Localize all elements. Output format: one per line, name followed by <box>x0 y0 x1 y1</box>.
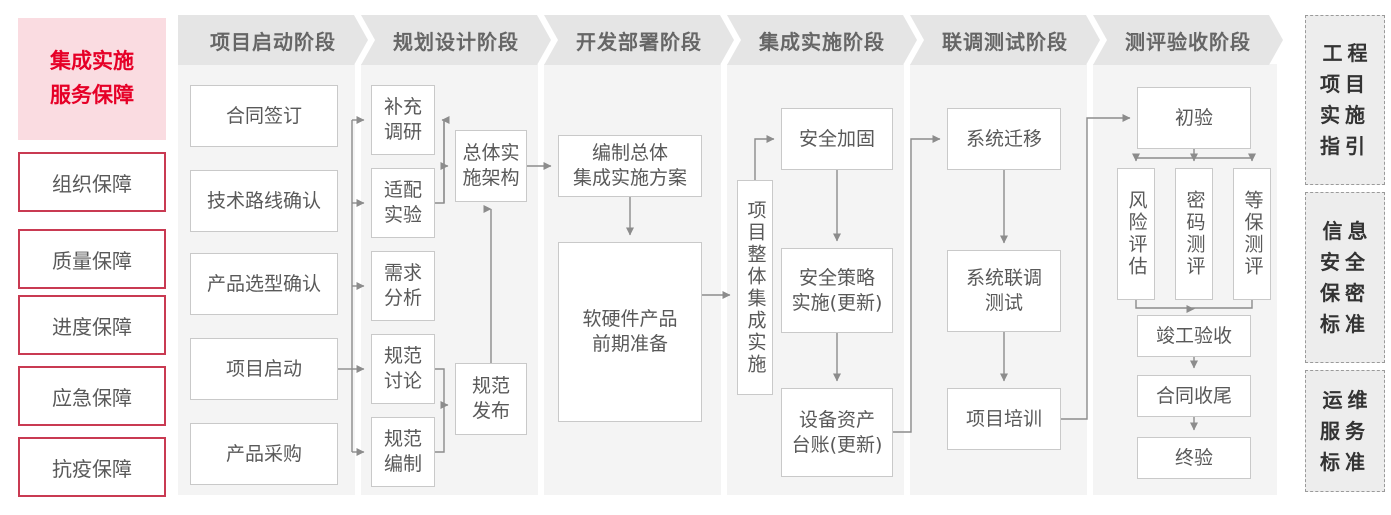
box-label: 密码测评 <box>1183 190 1206 278</box>
box-crypto-evaluation: 密码测评 <box>1175 168 1213 300</box>
stage-header-integration: 集成实施阶段 <box>727 15 917 65</box>
box-label: 终验 <box>1174 446 1213 469</box>
sidebar-item-schedule: 进度保障 <box>18 295 166 355</box>
box-contract-closure: 合同收尾 <box>1137 375 1251 417</box>
box-requirement-analysis: 需求 分析 <box>371 251 435 321</box>
box-spec-discussion: 规范 讨论 <box>371 334 435 404</box>
box-label: 规范 讨论 <box>383 345 422 392</box>
box-final-acceptance: 终验 <box>1137 437 1251 479</box>
box-spec-release: 规范 发布 <box>455 363 527 435</box>
stage-header-development: 开发部署阶段 <box>544 15 734 65</box>
box-overall-implementation-architecture: 总体实 施架构 <box>455 130 527 202</box>
diagram-title-card: 集成实施 服务保障 <box>18 18 166 140</box>
panel-label: 运维 服务 标准 <box>1320 387 1373 474</box>
panel-project-implementation-guide: 工程 项目 实施 指引 <box>1305 15 1385 185</box>
box-label: 技术路线确认 <box>206 189 321 212</box>
box-overall-project-integration: 项目整体集成实施 <box>737 180 773 395</box>
stage-header-label: 开发部署阶段 <box>576 29 702 54</box>
box-label: 风险评估 <box>1125 190 1148 278</box>
box-label: 编制总体 集成实施方案 <box>572 142 687 189</box>
box-product-procurement: 产品采购 <box>190 423 338 485</box>
sidebar-item-label: 应急保障 <box>52 385 132 410</box>
stage-header-label: 项目启动阶段 <box>210 29 336 54</box>
stage-header-kickoff: 项目启动阶段 <box>178 15 368 65</box>
diagram-title: 集成实施 服务保障 <box>50 49 134 107</box>
sidebar-item-label: 抗疫保障 <box>52 456 132 481</box>
stage-header-label: 测评验收阶段 <box>1125 29 1251 54</box>
sidebar-item-quality: 质量保障 <box>18 229 166 289</box>
stage-header-label: 联调测试阶段 <box>942 29 1068 54</box>
stage-header-label: 规划设计阶段 <box>393 29 519 54</box>
box-label: 合同收尾 <box>1155 384 1232 407</box>
box-label: 初验 <box>1174 106 1213 129</box>
stage-header-planning: 规划设计阶段 <box>361 15 551 65</box>
box-label: 规范 编制 <box>383 428 422 475</box>
box-label: 需求 分析 <box>383 262 422 309</box>
box-tech-route-confirm: 技术路线确认 <box>190 170 338 232</box>
sidebar-item-organization: 组织保障 <box>18 152 166 212</box>
box-security-hardening: 安全加固 <box>781 108 893 170</box>
box-contract-signing: 合同签订 <box>190 85 338 147</box>
box-label: 适配 实验 <box>383 179 422 226</box>
box-label: 安全加固 <box>798 127 875 150</box>
box-label: 产品采购 <box>225 442 302 465</box>
box-label: 竣工验收 <box>1155 324 1232 347</box>
box-label: 项目启动 <box>225 357 302 380</box>
box-spec-drafting: 规范 编制 <box>371 417 435 487</box>
box-label: 总体实 施架构 <box>462 142 520 189</box>
panel-label: 工程 项目 实施 指引 <box>1320 41 1373 158</box>
sidebar-item-label: 质量保障 <box>52 248 132 273</box>
box-label: 合同签订 <box>225 104 302 127</box>
box-risk-assessment: 风险评估 <box>1117 168 1155 300</box>
box-label: 项目整体集成实施 <box>744 199 767 376</box>
box-label: 系统联调 测试 <box>965 267 1042 314</box>
box-product-selection-confirm: 产品选型确认 <box>190 253 338 315</box>
box-completion-acceptance: 竣工验收 <box>1137 315 1251 357</box>
box-hw-sw-preparation: 软硬件产品 前期准备 <box>558 242 702 422</box>
box-label: 项目培训 <box>965 407 1042 430</box>
box-label: 系统迁移 <box>965 127 1042 150</box>
box-project-training: 项目培训 <box>947 388 1061 450</box>
stage-header-label: 集成实施阶段 <box>759 29 885 54</box>
box-system-joint-debugging: 系统联调 测试 <box>947 250 1061 332</box>
stage-header-acceptance: 测评验收阶段 <box>1093 15 1283 65</box>
stage-header-joint-testing: 联调测试阶段 <box>910 15 1100 65</box>
box-supplementary-research: 补充 调研 <box>371 85 435 155</box>
box-label: 设备资产 台账(更新) <box>791 408 883 456</box>
box-label: 等保测评 <box>1241 190 1264 278</box>
panel-om-service-standard: 运维 服务 标准 <box>1305 370 1385 492</box>
box-overall-integration-plan: 编制总体 集成实施方案 <box>558 135 702 197</box>
sidebar-item-emergency: 应急保障 <box>18 366 166 426</box>
box-adaptation-test: 适配 实验 <box>371 168 435 238</box>
box-preliminary-acceptance: 初验 <box>1137 87 1251 149</box>
box-classified-protection-evaluation: 等保测评 <box>1233 168 1271 300</box>
panel-label: 信息 安全 保密 标准 <box>1320 218 1373 336</box>
box-system-migration: 系统迁移 <box>947 108 1061 170</box>
sidebar-item-pandemic: 抗疫保障 <box>18 437 166 497</box>
box-asset-ledger-update: 设备资产 台账(更新) <box>781 388 893 477</box>
box-label: 安全策略 实施(更新) <box>791 266 883 314</box>
box-label: 补充 调研 <box>383 96 422 143</box>
sidebar-item-label: 组织保障 <box>52 171 132 196</box>
box-project-kickoff: 项目启动 <box>190 338 338 400</box>
box-security-policy-update: 安全策略 实施(更新) <box>781 248 893 333</box>
sidebar-item-label: 进度保障 <box>52 314 132 339</box>
box-label: 产品选型确认 <box>206 272 321 295</box>
panel-security-confidentiality-standard: 信息 安全 保密 标准 <box>1305 192 1385 363</box>
box-label: 软硬件产品 前期准备 <box>582 308 678 355</box>
box-label: 规范 发布 <box>471 375 510 422</box>
